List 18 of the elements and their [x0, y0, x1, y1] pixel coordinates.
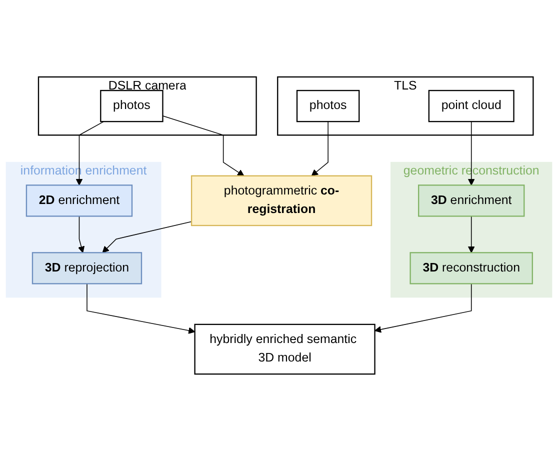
arrow	[102, 221, 192, 253]
arrow	[374, 283, 472, 333]
arrow	[468, 121, 475, 186]
arrow	[86, 283, 196, 334]
arrow	[78, 216, 85, 253]
arrow	[162, 116, 244, 176]
node-box: photogrammetric co-registration	[190, 175, 372, 226]
node-box: 2D enrichment	[26, 184, 133, 217]
node-box: photos	[100, 90, 164, 122]
node-box: 3D reprojection	[32, 252, 142, 284]
arrow	[76, 121, 104, 186]
arrow	[311, 121, 328, 176]
node-box: photos	[296, 90, 360, 122]
node-box: hybridly enriched semantic 3D model	[194, 324, 376, 375]
node-box: 3D reconstruction	[410, 252, 533, 284]
node-box: 3D enrichment	[418, 184, 525, 217]
arrow	[468, 216, 475, 253]
node-box: point cloud	[428, 90, 514, 122]
